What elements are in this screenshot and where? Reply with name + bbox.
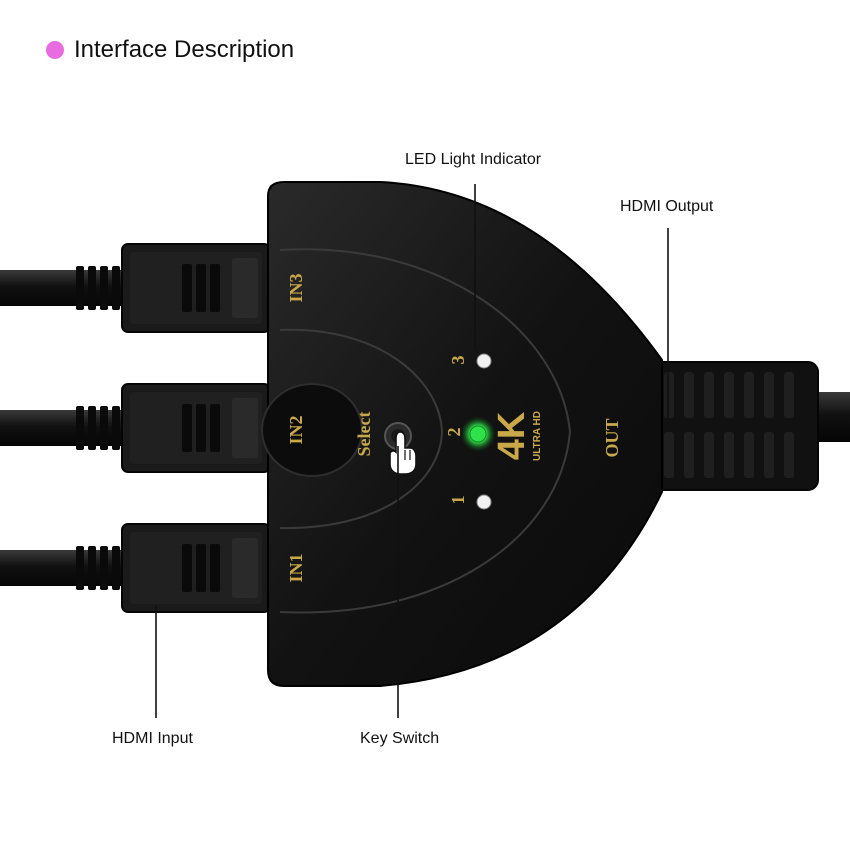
- hdmi-input-cable-in3: [0, 243, 271, 333]
- port-label-in1: IN1: [286, 553, 306, 582]
- port-label-in3: IN3: [286, 273, 306, 302]
- callout-led-indicator: LED Light Indicator: [405, 151, 542, 168]
- page-title: Interface Description: [74, 36, 295, 63]
- pointer-hand-icon: [389, 431, 417, 475]
- led-indicator-2: [469, 425, 487, 443]
- callout-key-switch: Key Switch: [360, 730, 440, 747]
- port-label-out: OUT: [602, 418, 622, 457]
- led-indicator-1: [476, 494, 492, 510]
- callout-hdmi-input: HDMI Input: [112, 730, 193, 747]
- brand-4k: 4K: [491, 411, 533, 460]
- hdmi-input-cable-in2: [0, 383, 271, 473]
- indicator-number-3: 3: [448, 356, 468, 365]
- hdmi-input-cable-in1: [0, 523, 271, 613]
- led-indicator-3: [476, 353, 492, 369]
- hdmi-output-cable: [639, 361, 850, 491]
- port-label-in2: IN2: [286, 415, 306, 444]
- bullet-dot: [46, 41, 64, 59]
- brand-ultra-hd: ULTRA HD: [532, 411, 543, 461]
- header: Interface Description: [46, 36, 294, 64]
- select-label: Select: [354, 412, 374, 457]
- indicator-number-1: 1: [448, 496, 468, 505]
- indicator-number-2: 2: [444, 428, 464, 437]
- callout-hdmi-output: HDMI Output: [620, 198, 714, 215]
